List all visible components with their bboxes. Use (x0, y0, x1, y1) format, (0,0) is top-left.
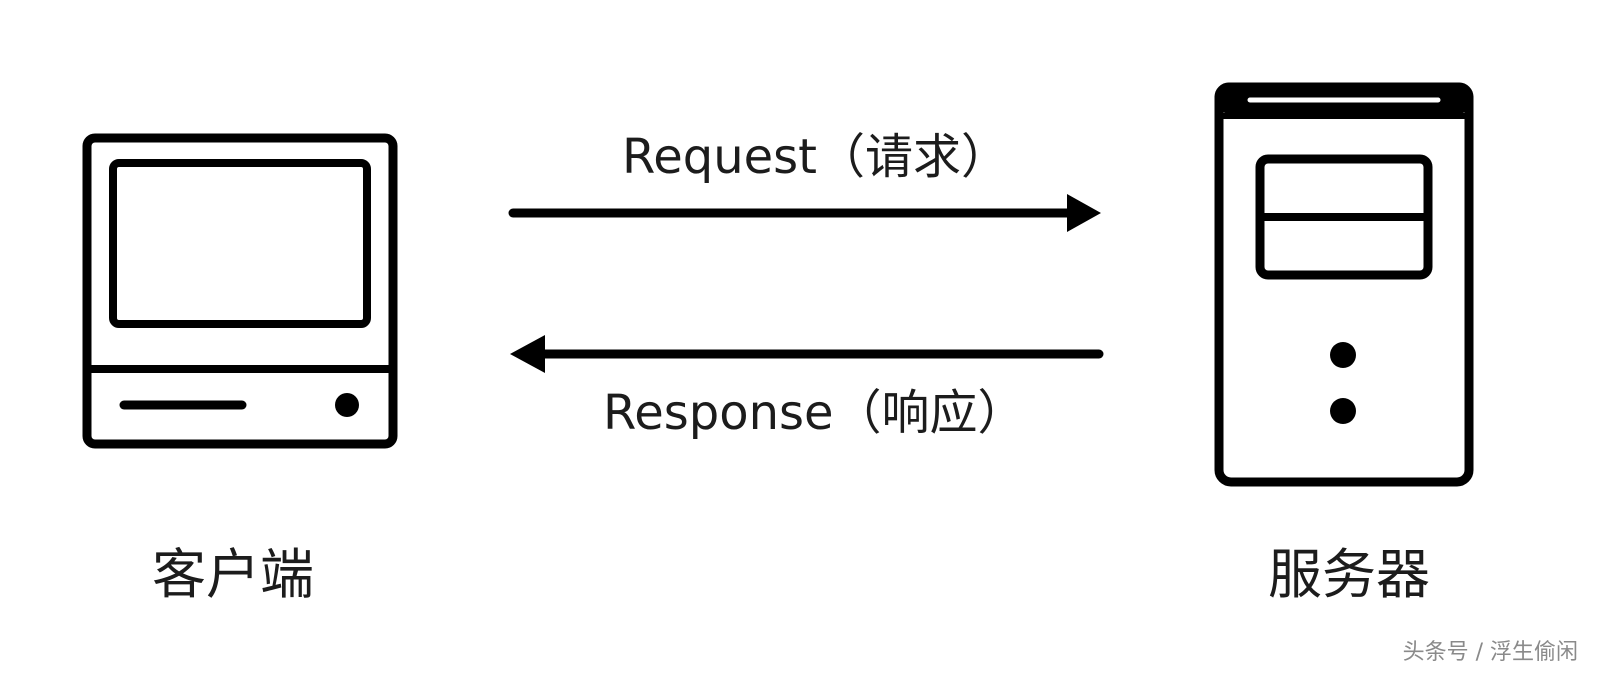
watermark-text: 头条号 / 浮生偷闲 (1402, 640, 1578, 665)
computer-screen (109, 159, 371, 328)
server-led-bottom (1330, 398, 1356, 424)
response-arrow (510, 335, 1104, 373)
request-arrowhead (1067, 194, 1101, 232)
server-led-top (1330, 342, 1356, 368)
request-label: Request（请求） (622, 129, 1009, 185)
request-arrow (508, 194, 1101, 232)
server-label: 服务器 (1268, 543, 1430, 606)
response-arrowhead (510, 335, 545, 373)
client-label: 客户端 (152, 543, 314, 606)
computer-case (82, 133, 398, 449)
server-icon (1214, 82, 1474, 487)
computer-icon (82, 133, 398, 449)
computer-power-led (335, 393, 359, 417)
response-label: Response（响应） (603, 385, 1026, 441)
